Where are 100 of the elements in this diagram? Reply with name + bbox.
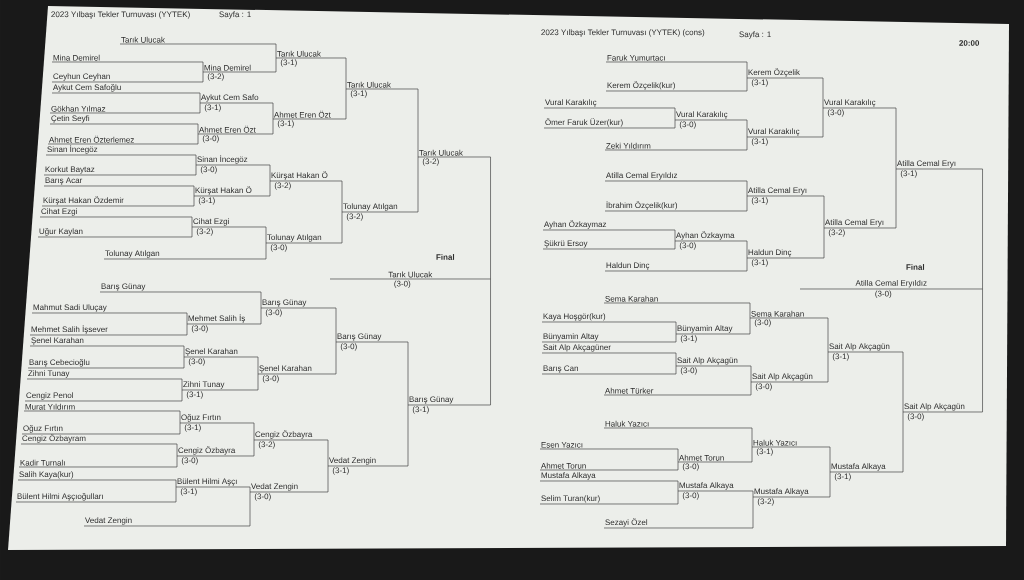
match-result: Sait Alp Akçagün (3-0) bbox=[677, 357, 738, 375]
bracket-line bbox=[39, 216, 193, 228]
bracket-line bbox=[543, 107, 676, 121]
match-result: Haldun Dinç (3-1) bbox=[748, 249, 792, 267]
player-entry: Ahmet Türker bbox=[604, 387, 654, 394]
bracket-line bbox=[345, 88, 419, 158]
bracket-line bbox=[827, 351, 904, 413]
player-entry: Barış Acar bbox=[45, 177, 83, 185]
player-entry: Korkut Baytaz bbox=[45, 166, 95, 174]
bracket-line bbox=[604, 136, 748, 151]
bracket-line bbox=[674, 240, 748, 259]
bracket-line bbox=[541, 333, 677, 343]
bracket-line bbox=[202, 57, 277, 73]
bracket-line bbox=[51, 92, 201, 104]
match-result: Mehmet Salih İş (3-0) bbox=[188, 314, 245, 333]
bracket-line bbox=[249, 465, 329, 493]
match-result: Tarık Ulucak (3-1) bbox=[347, 81, 391, 98]
bracket-line bbox=[269, 180, 343, 213]
player-entry: Mahmut Sadi Uluçay bbox=[33, 304, 107, 312]
bracket-line bbox=[29, 345, 185, 358]
bracket-line bbox=[746, 107, 824, 138]
player-entry: Kaya Hoşgör(kur) bbox=[543, 313, 606, 321]
bracket-line bbox=[539, 448, 679, 463]
bracket-line bbox=[541, 321, 677, 335]
match-result: Mustafa Alkaya (3-0) bbox=[679, 482, 734, 500]
bracket-line bbox=[542, 240, 676, 250]
bracket-line bbox=[43, 164, 197, 176]
bracket-line bbox=[99, 291, 262, 309]
match-result: Kerem Özçelik (3-1) bbox=[748, 68, 800, 87]
bracket-line bbox=[47, 133, 199, 145]
match-result: Aykut Cem Safo (3-1) bbox=[200, 94, 259, 112]
match-result: Cihat Ezgi (3-2) bbox=[193, 218, 229, 236]
bracket-line bbox=[603, 427, 753, 448]
bracket-line bbox=[829, 411, 904, 473]
match-result: Şenel Karahan (3-0) bbox=[259, 365, 312, 383]
player-entry: Bülent Hilmi Aşçıoğulları bbox=[17, 493, 103, 501]
match-result: Haluk Yazıcı (3-1) bbox=[753, 439, 797, 456]
player-entry: Sait Alp Akçagüner bbox=[543, 344, 611, 352]
bracket-line bbox=[272, 88, 347, 120]
final-entry: Tarık Ulucak (3-0) bbox=[329, 271, 491, 289]
bracket-line bbox=[41, 195, 195, 207]
player-entry: Atilla Cemal Eryıldız bbox=[605, 172, 678, 180]
bracket-line bbox=[253, 439, 329, 467]
bracket-line bbox=[257, 341, 337, 375]
bracket-line bbox=[603, 496, 754, 529]
player-entry: Ahmet Eren Özterlemez bbox=[48, 135, 134, 143]
round-label: Final bbox=[436, 254, 455, 260]
player-entry: Barış Cebecioğlu bbox=[29, 359, 90, 367]
bracket-line bbox=[186, 307, 262, 325]
bracket-line bbox=[539, 480, 679, 492]
bracket-line bbox=[183, 356, 259, 375]
bracket-line bbox=[746, 77, 824, 109]
bracket-line bbox=[749, 317, 829, 353]
bracket-line bbox=[605, 77, 748, 92]
match-result: Vedat Zengin (3-0) bbox=[251, 483, 298, 501]
bracket-line bbox=[327, 404, 409, 467]
bracket-line bbox=[604, 180, 748, 197]
player-entry: Mustafa Alkaya bbox=[541, 472, 596, 480]
bracket-line bbox=[29, 323, 188, 336]
bracket-line bbox=[417, 156, 491, 280]
bracket-line bbox=[49, 123, 199, 135]
player-entry: Cihat Ezgi bbox=[41, 208, 77, 216]
bracket-line bbox=[199, 102, 274, 120]
bracket-line bbox=[752, 471, 831, 498]
player-entry: Kerem Özçelik(kur) bbox=[607, 81, 675, 90]
match-result: Kürşat Hakan Ö (3-1) bbox=[195, 186, 252, 205]
player-entry: Vural Karakılıç bbox=[545, 99, 597, 107]
match-result: Ahmet Eren Özt (3-1) bbox=[273, 110, 331, 128]
bracket-line bbox=[604, 195, 748, 212]
bracket-line bbox=[15, 486, 177, 503]
match-result: Sema Karahan (3-0) bbox=[751, 310, 804, 327]
bracket-line bbox=[542, 229, 676, 242]
bracket-line bbox=[335, 341, 409, 406]
bracket-line bbox=[822, 107, 897, 170]
bracket-line bbox=[43, 185, 195, 197]
bracket-line bbox=[181, 373, 259, 391]
match-result: Mina Demirel (3-2) bbox=[204, 64, 251, 81]
final-entry: Atilla Cemal Eryıldız (3-0) bbox=[799, 279, 983, 299]
match-result: Ahmet Eren Özt (3-0) bbox=[198, 125, 256, 143]
player-entry: Uğur Kaylan bbox=[39, 228, 83, 236]
player-entry: Haluk Yazıcı bbox=[605, 420, 649, 427]
player-entry: Barış Günay bbox=[101, 283, 146, 291]
match-result: Cengiz Özbayra (3-2) bbox=[255, 430, 313, 449]
player-entry: İbrahim Özçelik(kur) bbox=[606, 201, 677, 210]
page-title: 2023 Yılbaşı Tekler Turnuvası (YYTEK) (cons) bbox=[541, 29, 705, 37]
player-entry: Esen Yazıcı bbox=[541, 442, 583, 448]
bracket-line bbox=[27, 356, 185, 369]
match-result: Vural Karakılıç (3-0) bbox=[676, 111, 728, 129]
player-entry: Ahmet Torun bbox=[540, 462, 586, 469]
bracket-line bbox=[260, 307, 337, 343]
match-result: Tolunay Atılgan (3-0) bbox=[267, 234, 322, 252]
match-result: Atilla Cemal Eryı (3-2) bbox=[824, 219, 884, 237]
player-entry: Şenel Karahan bbox=[31, 337, 84, 345]
player-entry: Bünyamin Altay bbox=[543, 333, 599, 341]
player-entry: Tolunay Atılgan bbox=[105, 250, 160, 258]
bracket-line bbox=[18, 455, 178, 468]
player-entry: Oğuz Fırtın bbox=[23, 425, 63, 433]
bracket-line bbox=[175, 486, 251, 493]
bracket-line bbox=[541, 365, 677, 375]
bracket-line bbox=[746, 227, 825, 259]
